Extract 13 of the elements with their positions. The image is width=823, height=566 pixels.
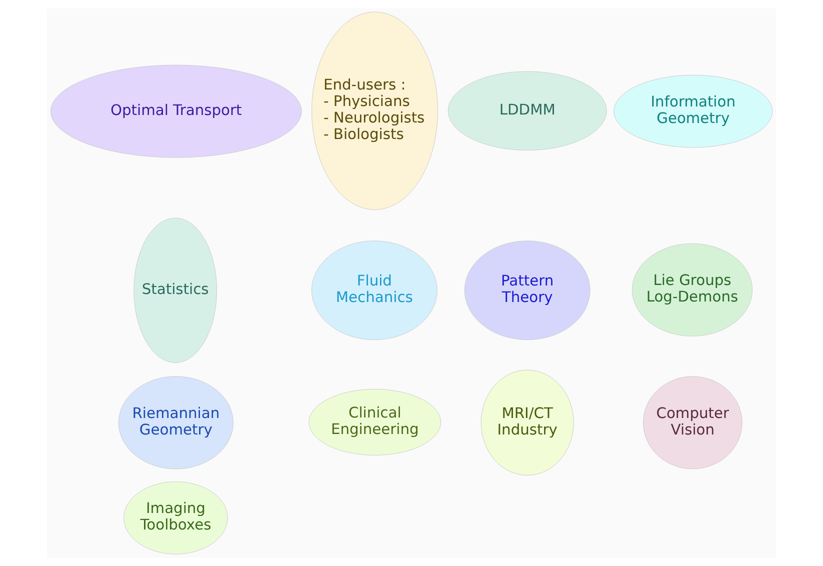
node-ellipse: Riemannian Geometry — [118, 376, 234, 470]
node-ellipse: Pattern Theory — [464, 240, 590, 340]
node-ellipse: Clinical Engineering — [308, 389, 442, 456]
node-ellipse: MRI/CT Industry — [480, 370, 574, 476]
node-ellipse: LDDMM — [448, 71, 607, 150]
node-ellipse: Information Geometry — [614, 74, 773, 148]
node-ellipse: Lie Groups Log-Demons — [632, 243, 753, 336]
node-ellipse: Optimal Transport — [50, 64, 302, 158]
node-ellipse: Imaging Toolboxes — [124, 482, 228, 554]
node-circle: Computer Vision — [642, 376, 742, 470]
node-ellipse: Statistics — [134, 218, 217, 363]
node-ellipse: End-users : - Physicians - Neurologists - Biologists — [312, 12, 438, 210]
node-ellipse: Fluid Mechanics — [311, 240, 438, 340]
